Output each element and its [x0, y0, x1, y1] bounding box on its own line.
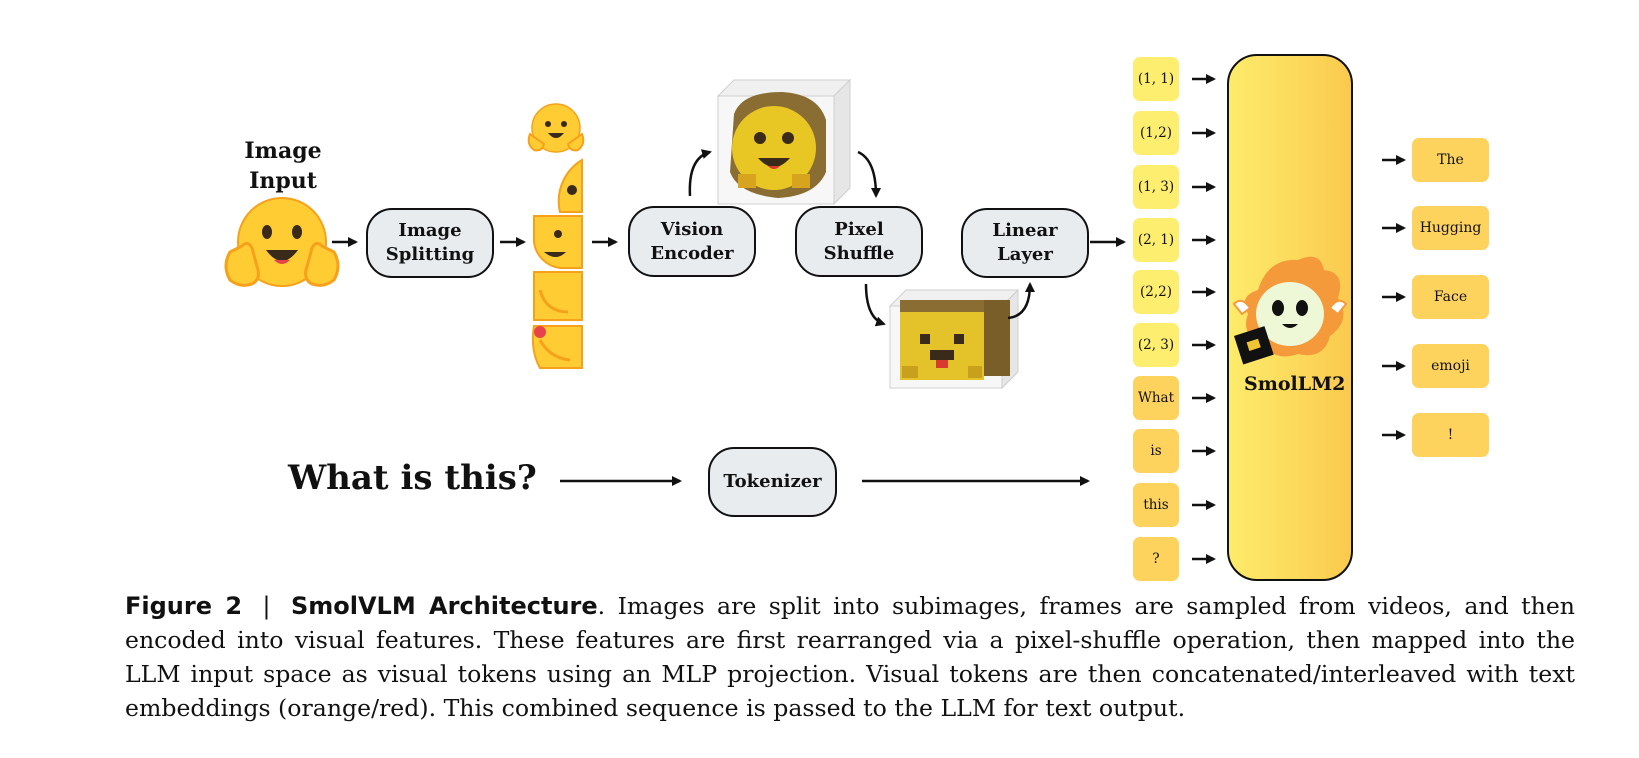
figure-caption: Figure 2 | SmolVLM Architecture. Images … [125, 589, 1575, 725]
output-token: Face [1412, 275, 1489, 319]
image-splitting-line2: Splitting [385, 244, 475, 265]
image-token: (2, 1) [1133, 218, 1179, 262]
text-token: this [1133, 483, 1179, 527]
tokenizer-box: Tokenizer [708, 447, 837, 517]
caption-separator: | [262, 592, 271, 620]
pixel-shuffle-line1: Pixel [834, 218, 884, 240]
vision-encoder-line1: Vision [660, 218, 724, 240]
image-input-line2: Input [249, 168, 317, 194]
image-input-label: Image Input [228, 136, 338, 196]
caption-text: . Images are split into subimages, frame… [125, 592, 1575, 722]
vision-encoder-line2: Encoder [650, 242, 734, 264]
text-token: What [1133, 376, 1179, 420]
token-arrows [1192, 74, 1216, 564]
split-emoji-pieces-icon [527, 103, 585, 369]
text-token: ? [1133, 537, 1179, 581]
voxel-emoji-cube-icon [716, 78, 852, 206]
output-token: emoji [1412, 344, 1489, 388]
output-token: ! [1412, 413, 1489, 457]
output-token: The [1412, 138, 1489, 182]
image-token: (1, 3) [1133, 165, 1179, 209]
figure-title: SmolVLM Architecture [290, 592, 598, 620]
linear-layer-line1: Linear [992, 220, 1058, 241]
image-input-line1: Image [244, 138, 322, 164]
image-token: (1,2) [1133, 111, 1179, 155]
linear-layer-line2: Layer [997, 244, 1053, 265]
figure-label: Figure 2 [125, 592, 243, 620]
tokenizer-label: Tokenizer [723, 471, 822, 492]
smollm2-mascot-icon [1232, 256, 1348, 365]
voxel-emoji-cube-icon [888, 288, 1020, 390]
output-arrows [1382, 155, 1406, 440]
hugging-face-emoji-icon [224, 197, 340, 287]
image-token: (2,2) [1133, 270, 1179, 314]
output-token: Hugging [1412, 206, 1489, 250]
image-token: (2, 3) [1133, 323, 1179, 367]
image-splitting-line1: Image [398, 220, 462, 241]
llm-label: SmolLM2 [1244, 373, 1346, 395]
pixel-shuffle-line2: Shuffle [823, 242, 895, 264]
text-token: is [1133, 429, 1179, 473]
image-token: (1, 1) [1133, 57, 1179, 101]
question-text: What is this? [288, 458, 537, 498]
